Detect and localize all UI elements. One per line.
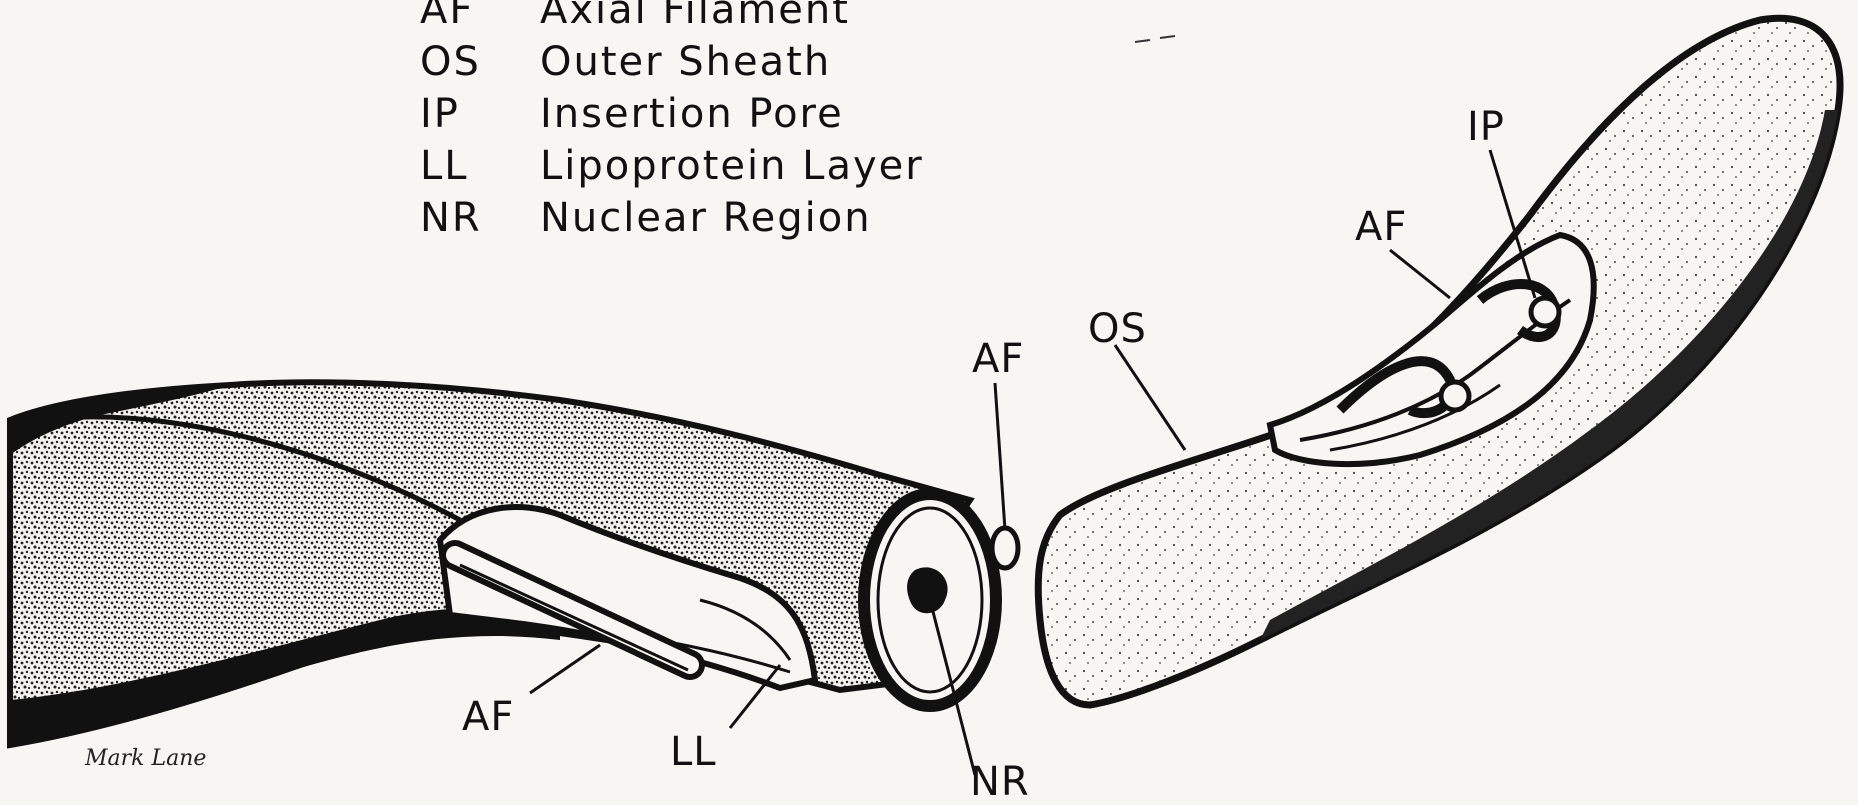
axial-filament-end <box>992 528 1018 568</box>
label-af-right: AF <box>1355 204 1407 250</box>
label-af-end: AF <box>972 336 1024 382</box>
label-nr: NR <box>970 759 1030 805</box>
stray-mark <box>1135 36 1175 42</box>
leader-af-bottom <box>530 645 600 693</box>
leader-af-end <box>995 383 1005 530</box>
cross-section-end <box>858 488 1018 712</box>
leader-af-right <box>1390 250 1450 298</box>
insertion-pore <box>1531 298 1559 326</box>
leader-os <box>1115 345 1185 450</box>
label-ll: LL <box>670 729 717 775</box>
label-af-bottom: AF <box>462 694 514 740</box>
artist-signature: Mark Lane <box>84 746 206 771</box>
label-ip: IP <box>1467 104 1505 150</box>
label-os: OS <box>1088 306 1147 352</box>
